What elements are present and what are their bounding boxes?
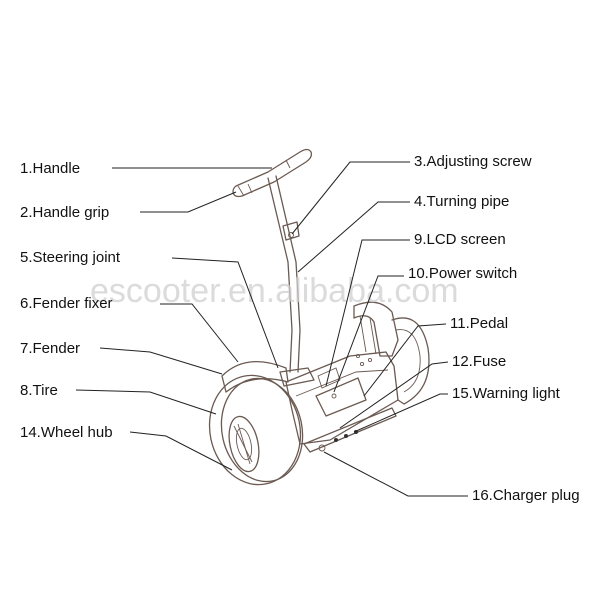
leader-fender (99, 347, 223, 375)
wheel-hub-outline (228, 415, 260, 473)
label-turning-pipe: 4.Turning pipe (414, 193, 509, 210)
label-fender-fixer: 6.Fender fixer (20, 295, 113, 312)
leader-pedal (363, 323, 447, 397)
leader-fender-fixer (160, 303, 239, 363)
steering-column (267, 177, 293, 373)
leader-lcd-screen (325, 239, 410, 387)
leader-handle-grip (140, 191, 237, 213)
leader-tire (75, 389, 217, 415)
leader-lines (75, 161, 468, 497)
label-charger-plug: 16.Charger plug (472, 487, 580, 504)
label-lcd-screen: 9.LCD screen (414, 231, 506, 248)
label-fender: 7.Fender (20, 340, 80, 357)
leader-steering-joint (171, 257, 279, 369)
label-steering-joint: 5.Steering joint (20, 249, 121, 266)
label-power-switch: 10.Power switch (408, 265, 517, 282)
leader-adjusting-screw (291, 161, 410, 235)
tire-outline (208, 374, 302, 486)
scooter-illustration (208, 148, 430, 486)
watermark-text: escooter.en.alibaba.com (90, 272, 459, 310)
leader-wheel-hub (129, 431, 233, 471)
leader-fuse (339, 361, 449, 429)
leader-turning-pipe (297, 201, 410, 273)
label-adjusting-screw: 3.Adjusting screw (414, 153, 532, 170)
fender-outline (221, 361, 289, 393)
leader-warning-light (353, 393, 448, 433)
leader-power-switch (333, 275, 404, 393)
label-tire: 8.Tire (20, 382, 58, 399)
part-labels: 1.Handle 2.Handle grip 3.Adjusting screw… (20, 153, 580, 504)
label-handle: 1.Handle (20, 160, 80, 177)
label-wheel-hub: 14.Wheel hub (20, 424, 113, 441)
label-warning-light: 15.Warning light (452, 385, 561, 402)
label-fuse: 12.Fuse (452, 353, 506, 370)
label-pedal: 11.Pedal (450, 315, 508, 332)
label-handle-grip: 2.Handle grip (20, 204, 109, 221)
leader-charger-plug (323, 451, 468, 497)
handlebar-outline (232, 148, 313, 198)
